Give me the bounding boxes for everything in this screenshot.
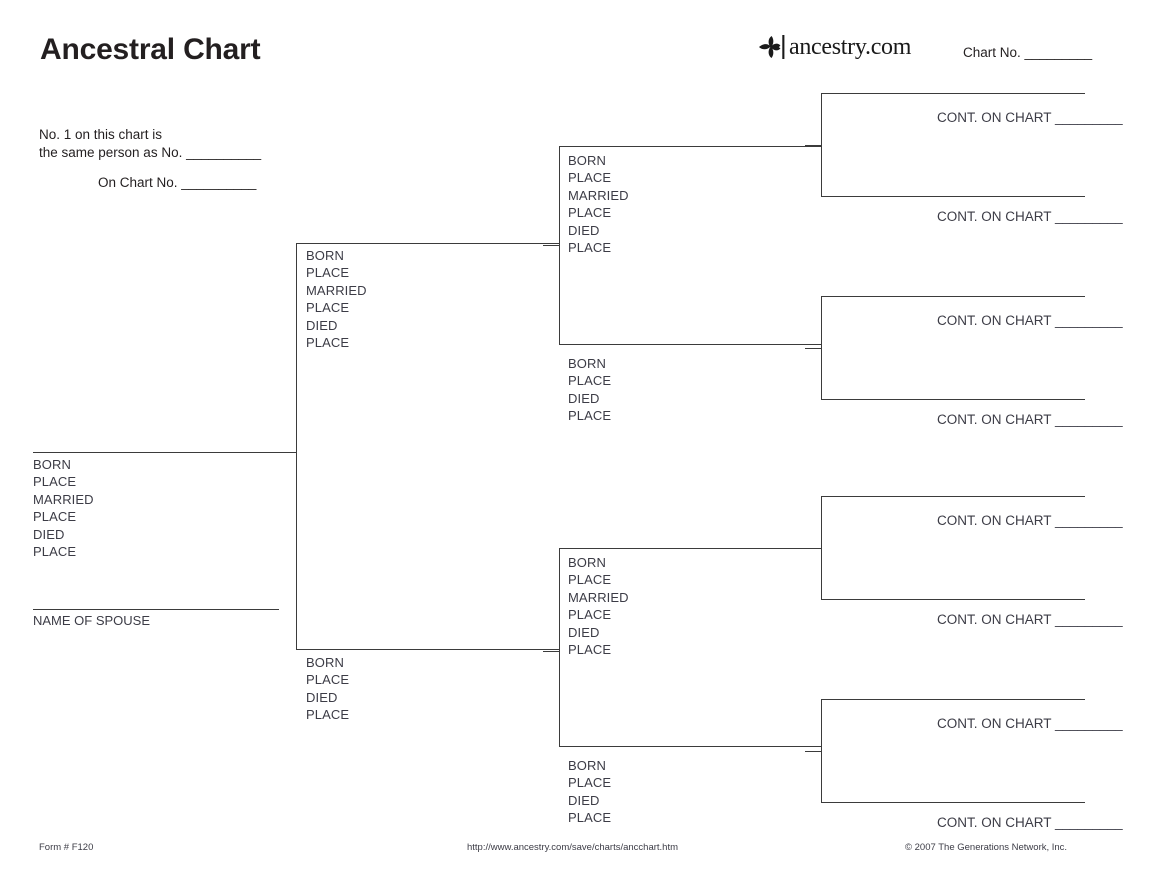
gen4-slot-2-cont-field[interactable]: CONT. ON CHART _________ xyxy=(937,209,1123,224)
gen3-c-place3-label: PLACE xyxy=(568,642,612,658)
gen3-lower-bracket-spine xyxy=(559,548,560,746)
ancestry-brand-logo: ancestry.com xyxy=(757,30,911,64)
gen2-mother-place2-label: PLACE xyxy=(306,707,350,723)
gen2-mother-fields: BORN PLACE DIED PLACE xyxy=(306,654,349,724)
gen2-father-place3-label: PLACE xyxy=(306,335,350,351)
gen3-b-rule[interactable] xyxy=(559,344,821,345)
person1-place3-label: PLACE xyxy=(33,544,77,560)
gen4-slot-5-rule[interactable] xyxy=(821,496,1085,497)
gen2-father-place2-label: PLACE xyxy=(306,300,350,316)
on-chart-no-field[interactable]: On Chart No. __________ xyxy=(98,175,257,190)
gen3-c-married-label: MARRIED xyxy=(568,589,629,605)
gen3-b-place1-label: PLACE xyxy=(568,373,612,389)
gen2-father-to-gen3-connector xyxy=(543,245,560,246)
gen3-a-died-label: DIED xyxy=(568,222,600,238)
gen3-a-place1-label: PLACE xyxy=(568,170,612,186)
person1-married-label: MARRIED xyxy=(33,491,94,507)
gen4-slot-2-rule[interactable] xyxy=(821,196,1085,197)
chart-no-field[interactable]: Chart No. _________ xyxy=(963,45,1093,60)
gen3-c-place1-label: PLACE xyxy=(568,572,612,588)
person1-to-gen2-connector xyxy=(279,452,297,453)
footer-url[interactable]: http://www.ancestry.com/save/charts/ancc… xyxy=(467,842,679,853)
gen3-d-place1-label: PLACE xyxy=(568,775,612,791)
gen2-father-married-label: MARRIED xyxy=(306,282,367,298)
gen4-slot-8-cont-field[interactable]: CONT. ON CHART _________ xyxy=(937,815,1123,830)
gen3-a-married-label: MARRIED xyxy=(568,187,629,203)
page-title: Ancestral Chart xyxy=(40,33,261,66)
person1-name-rule[interactable] xyxy=(33,452,296,453)
gen3-d-died-label: DIED xyxy=(568,792,600,808)
gen3-c-fields: BORN PLACE MARRIED PLACE DIED PLACE xyxy=(568,554,629,658)
person1-born-label: BORN xyxy=(33,457,71,472)
gen2-mother-died-label: DIED xyxy=(306,689,338,705)
gen3-b-born-label: BORN xyxy=(568,356,606,371)
gen2-father-died-label: DIED xyxy=(306,317,338,333)
gen2-mother-born-label: BORN xyxy=(306,655,344,670)
gen4-slot-4-rule[interactable] xyxy=(821,399,1085,400)
gen3-c-rule[interactable] xyxy=(559,548,821,549)
gen4-bracket-4-spine xyxy=(821,699,822,802)
person1-spouse-label: NAME OF SPOUSE xyxy=(33,613,151,628)
gen3-b-fields: BORN PLACE DIED PLACE xyxy=(568,355,611,425)
self-reference-line-2[interactable]: the same person as No. __________ xyxy=(39,145,262,160)
gen3-c-to-gen4-connector xyxy=(805,548,822,549)
person1-spouse-rule[interactable] xyxy=(33,609,279,610)
gen3-c-place2-label: PLACE xyxy=(568,607,612,623)
gen2-mother-place1-label: PLACE xyxy=(306,672,350,688)
gen4-slot-3-rule[interactable] xyxy=(821,296,1085,297)
gen3-a-rule[interactable] xyxy=(559,146,821,147)
gen3-d-to-gen4-connector xyxy=(805,751,822,752)
gen4-bracket-1-spine xyxy=(821,93,822,196)
person1-died-label: DIED xyxy=(33,526,65,542)
gen3-c-born-label: BORN xyxy=(568,555,606,570)
gen4-bracket-3-spine xyxy=(821,496,822,599)
self-reference-note: No. 1 on this chart is the same person a… xyxy=(39,126,261,162)
gen3-upper-bracket-spine xyxy=(559,146,560,344)
gen4-slot-7-rule[interactable] xyxy=(821,699,1085,700)
gen3-d-born-label: BORN xyxy=(568,758,606,773)
gen2-father-place1-label: PLACE xyxy=(306,265,350,281)
gen3-b-place2-label: PLACE xyxy=(568,408,612,424)
gen3-a-to-gen4-connector xyxy=(805,145,822,146)
person1-fields: BORN PLACE MARRIED PLACE DIED PLACE xyxy=(33,456,94,560)
gen3-a-place2-label: PLACE xyxy=(568,205,612,221)
gen4-slot-1-rule[interactable] xyxy=(821,93,1085,94)
gen3-c-died-label: DIED xyxy=(568,624,600,640)
gen3-d-fields: BORN PLACE DIED PLACE xyxy=(568,757,611,827)
gen3-b-died-label: DIED xyxy=(568,390,600,406)
gen4-slot-6-cont-field[interactable]: CONT. ON CHART _________ xyxy=(937,612,1123,627)
gen2-father-born-label: BORN xyxy=(306,248,344,263)
gen4-bracket-2-spine xyxy=(821,296,822,399)
gen2-mother-rule[interactable] xyxy=(296,649,559,650)
gen3-a-fields: BORN PLACE MARRIED PLACE DIED PLACE xyxy=(568,152,629,256)
gen3-a-born-label: BORN xyxy=(568,153,606,168)
gen4-slot-6-rule[interactable] xyxy=(821,599,1085,600)
gen4-slot-1-cont-field[interactable]: CONT. ON CHART _________ xyxy=(937,110,1123,125)
gen2-mother-to-gen3-connector xyxy=(543,651,560,652)
footer-copyright: © 2007 The Generations Network, Inc. xyxy=(905,842,1068,853)
gen2-bracket-spine xyxy=(296,243,297,649)
gen3-d-place2-label: PLACE xyxy=(568,810,612,826)
ancestry-leaf-icon xyxy=(759,35,785,59)
gen3-d-rule[interactable] xyxy=(559,746,821,747)
person1-place2-label: PLACE xyxy=(33,509,77,525)
gen2-father-rule[interactable] xyxy=(296,243,559,244)
ancestry-wordmark: ancestry.com xyxy=(789,34,912,60)
gen4-slot-8-rule[interactable] xyxy=(821,802,1085,803)
person1-place1-label: PLACE xyxy=(33,474,77,490)
gen3-b-to-gen4-connector xyxy=(805,348,822,349)
gen4-slot-3-cont-field[interactable]: CONT. ON CHART _________ xyxy=(937,313,1123,328)
gen3-a-place3-label: PLACE xyxy=(568,240,612,256)
gen2-father-fields: BORN PLACE MARRIED PLACE DIED PLACE xyxy=(306,247,367,351)
footer-form-number: Form # F120 xyxy=(39,842,94,853)
gen4-slot-4-cont-field[interactable]: CONT. ON CHART _________ xyxy=(937,412,1123,427)
gen4-slot-5-cont-field[interactable]: CONT. ON CHART _________ xyxy=(937,513,1123,528)
self-reference-line-1: No. 1 on this chart is xyxy=(39,127,163,142)
gen4-slot-7-cont-field[interactable]: CONT. ON CHART _________ xyxy=(937,716,1123,731)
